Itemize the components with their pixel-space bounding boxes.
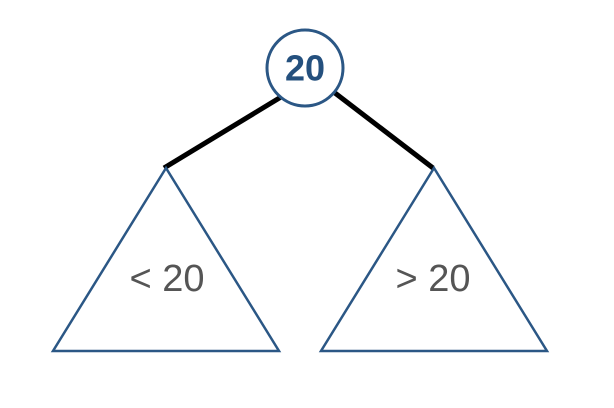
edge-left xyxy=(162,94,283,171)
root-node-label: 20 xyxy=(285,48,325,89)
right-subtree-triangle xyxy=(318,165,550,353)
left-subtree-label: < 20 xyxy=(129,258,204,300)
right-subtree-label: > 20 xyxy=(395,258,470,300)
edge-right xyxy=(333,91,435,170)
root-node-circle xyxy=(265,28,345,108)
left-subtree-triangle xyxy=(50,165,282,353)
root-node: 20 xyxy=(265,28,345,108)
left-subtree: < 20 xyxy=(50,165,282,353)
right-subtree: > 20 xyxy=(318,165,550,353)
